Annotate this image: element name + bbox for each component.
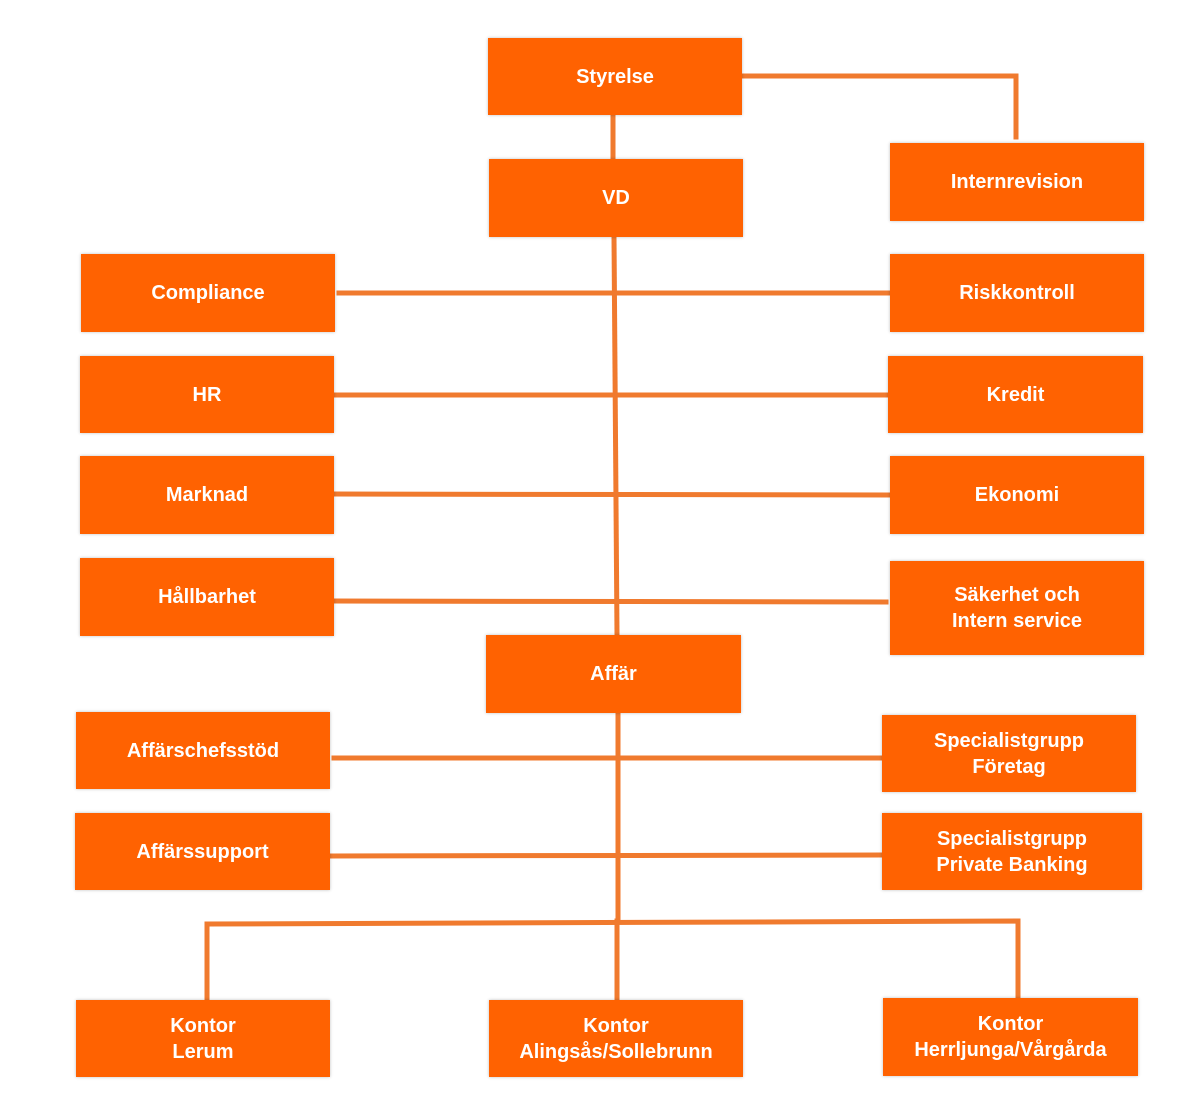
node-specialist-pb: Specialistgrupp Private Banking [882,813,1142,890]
node-marknad-label: Marknad [165,484,249,506]
node-styrelse: Styrelse [488,38,742,115]
connector-hallbarhet-sakerhet [331,598,889,605]
node-specialist-foretag-label: Specialistgrupp Företag [933,729,1085,778]
node-internrevision: Internrevision [890,143,1144,221]
node-sakerhet: Säkerhet och Intern service [890,561,1144,655]
node-compliance-label: Compliance [151,282,265,304]
node-kontor-herrljunga: Kontor Herrljunga/Vårgårda [883,998,1138,1076]
node-riskkontroll-label: Riskkontroll [959,282,1075,304]
connector-marknad-ekonomi [331,491,893,498]
node-marknad: Marknad [80,456,334,534]
node-hr-label: HR [192,383,222,406]
node-kontor-lerum: Kontor Lerum [76,1000,330,1077]
node-specialist-foretag: Specialistgrupp Företag [882,715,1136,792]
node-riskkontroll: Riskkontroll [890,254,1144,332]
node-ekonomi: Ekonomi [890,456,1144,534]
node-hallbarhet: Hållbarhet [80,558,334,636]
node-affar: Affär [486,635,741,713]
node-kontor-lerum-label: Kontor Lerum [170,1014,236,1063]
node-kontor-herrljunga-label: Kontor Herrljunga/Vårgårda [914,1013,1107,1061]
node-specialist-pb-label: Specialistgrupp Private Banking [936,827,1088,876]
node-hallbarhet-label: Hållbarhet [158,586,256,608]
node-affarssupport-label: Affärssupport [136,840,269,863]
node-vd-label: VD [602,187,630,209]
node-vd: VD [489,159,743,237]
node-kontor-alingsas-label: Kontor Alingsås/Sollebrunn [519,1014,713,1063]
connector-styrelse-internrevision [739,73,1019,140]
node-internrevision-label: Internrevision [950,171,1084,193]
connector-vd-spine [611,234,620,638]
node-affar-label: Affär [590,663,637,685]
node-kontor-alingsas: Kontor Alingsås/Sollebrunn [489,1000,743,1077]
node-sakerhet-label: Säkerhet och Intern service [951,584,1083,632]
node-affarschefsstod: Affärschefsstöd [76,712,330,789]
node-kredit: Kredit [888,356,1143,433]
node-compliance: Compliance [81,254,335,332]
node-ekonomi-label: Ekonomi [974,484,1060,506]
node-affarschefsstod-label: Affärschefsstöd [126,739,280,762]
connector-affarssupport-pb [327,852,885,859]
node-hr: HR [80,356,334,433]
node-affarssupport: Affärssupport [75,813,330,890]
node-styrelse-label: Styrelse [576,65,654,88]
connector-kontor-branches [204,918,1021,1003]
node-kredit-label: Kredit [986,383,1045,406]
